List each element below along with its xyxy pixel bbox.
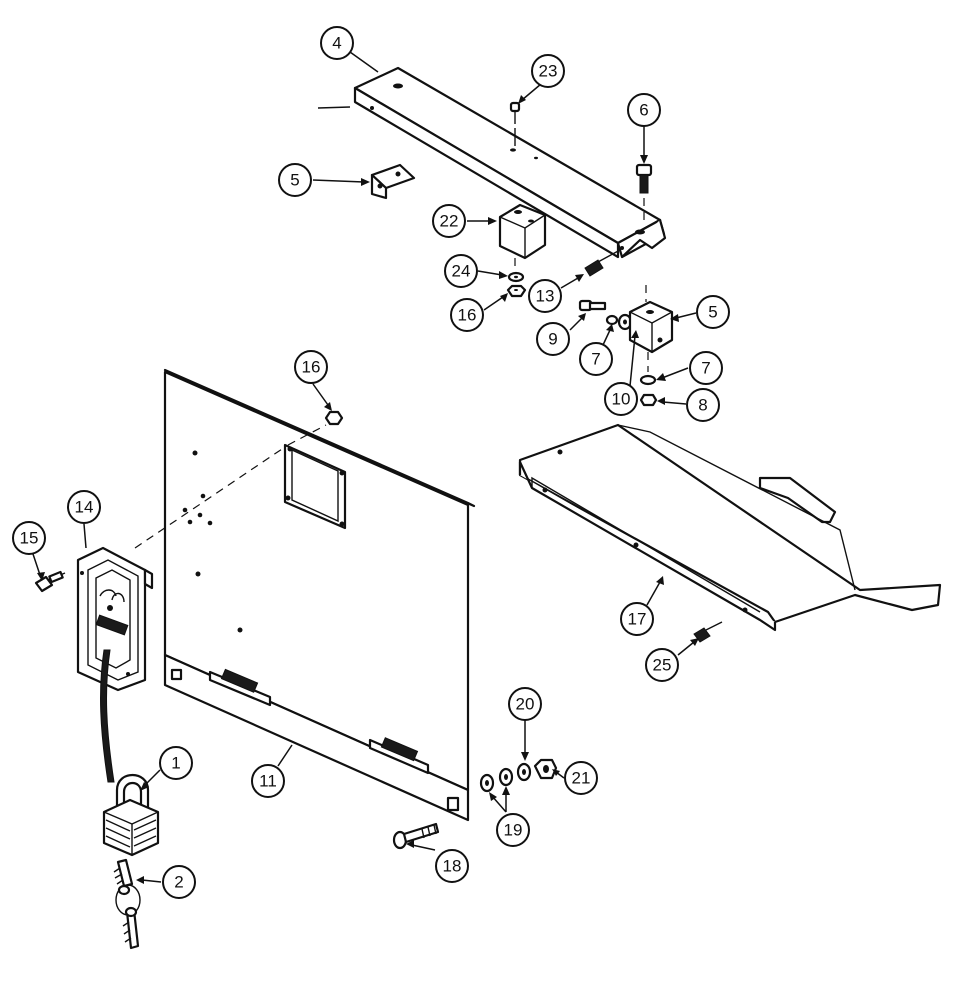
part-19-washer-a: [479, 773, 495, 793]
callout-14-label: 14: [75, 498, 94, 517]
part-4-channel-bracket: [317, 66, 667, 259]
part-22-bracket: [498, 203, 547, 272]
callout-5-upper-label: 5: [290, 171, 299, 190]
part-7-washer-upper: [605, 314, 619, 326]
callout-9: 9: [536, 322, 570, 356]
part-18-bolt: [392, 822, 440, 850]
part-23-bolt: [509, 101, 521, 146]
part-17-floor-plate: [518, 423, 942, 632]
callout-10: 10: [604, 382, 638, 416]
callout-8: 8: [686, 388, 720, 422]
callout-19-label: 19: [504, 821, 523, 840]
callout-7-lower: 7: [689, 351, 723, 385]
callout-20: 20: [508, 687, 542, 721]
callout-25: 25: [645, 648, 679, 682]
callout-5-right-label: 5: [708, 303, 717, 322]
callout-6: 6: [627, 93, 661, 127]
callout-10-label: 10: [612, 390, 631, 409]
callout-7-upper-label: 7: [591, 350, 600, 369]
callout-20-label: 20: [516, 695, 535, 714]
callout-23-label: 23: [539, 62, 558, 81]
callout-13-label: 13: [536, 287, 555, 306]
callout-23: 23: [531, 54, 565, 88]
callout-16-lower: 16: [294, 350, 328, 384]
callout-17-label: 17: [628, 610, 647, 629]
callout-5-upper: 5: [278, 163, 312, 197]
latch-alignment-line: [134, 446, 286, 549]
part-9-bolt: [578, 299, 607, 312]
leader-lines: [32, 51, 699, 884]
callout-2: 2: [162, 865, 196, 899]
callout-7-lower-label: 7: [701, 359, 710, 378]
callout-6-label: 6: [639, 101, 648, 120]
callout-7-upper: 7: [579, 342, 613, 376]
part-16-nut-lower: [324, 410, 344, 426]
callout-14: 14: [67, 490, 101, 524]
callout-1: 1: [159, 746, 193, 780]
callout-19: 19: [496, 813, 530, 847]
part-7-washer-lower: [639, 374, 657, 386]
callout-16-upper-label: 16: [458, 306, 477, 325]
part-6-bolt: [635, 163, 653, 226]
part-10-washer: [617, 313, 633, 331]
callout-17: 17: [620, 602, 654, 636]
part-5-small-bracket: [370, 163, 416, 200]
callout-22-label: 22: [440, 212, 459, 231]
callout-18: 18: [435, 849, 469, 883]
callout-4: 4: [320, 26, 354, 60]
callout-24: 24: [444, 254, 478, 288]
callout-9-label: 9: [548, 330, 557, 349]
callout-2-label: 2: [174, 873, 183, 892]
callout-11-label: 11: [259, 772, 277, 791]
callout-21: 21: [564, 761, 598, 795]
callout-16-upper: 16: [450, 298, 484, 332]
part-13-fitting: [584, 249, 621, 277]
part-14-latch: [76, 546, 154, 783]
callout-4-label: 4: [332, 34, 341, 53]
part-1-padlock: [102, 774, 160, 857]
callout-15: 15: [12, 521, 46, 555]
callout-22: 22: [432, 204, 466, 238]
callout-16-lower-label: 16: [302, 358, 321, 377]
callout-24-label: 24: [452, 262, 471, 281]
part-11-panel: [163, 368, 476, 822]
callout-5-right: 5: [696, 295, 730, 329]
part-16-nut-upper: [506, 284, 527, 298]
callout-8-label: 8: [698, 396, 707, 415]
callout-13: 13: [528, 279, 562, 313]
part-19-washer-b: [498, 767, 514, 787]
part-15-screw: [34, 570, 66, 593]
part-8-nut: [639, 393, 658, 407]
callout-25-label: 25: [653, 656, 672, 675]
part-5-right-bracket: [628, 285, 674, 372]
callout-21-label: 21: [572, 769, 591, 788]
callout-1-label: 1: [171, 754, 180, 773]
callout-15-label: 15: [20, 529, 39, 548]
part-20-lockwasher: [516, 762, 532, 782]
part-2-keys: [113, 858, 141, 950]
part-24-washer: [507, 271, 525, 283]
part-21-nut: [533, 758, 558, 780]
callout-18-label: 18: [443, 857, 462, 876]
callout-11: 11: [251, 764, 285, 798]
